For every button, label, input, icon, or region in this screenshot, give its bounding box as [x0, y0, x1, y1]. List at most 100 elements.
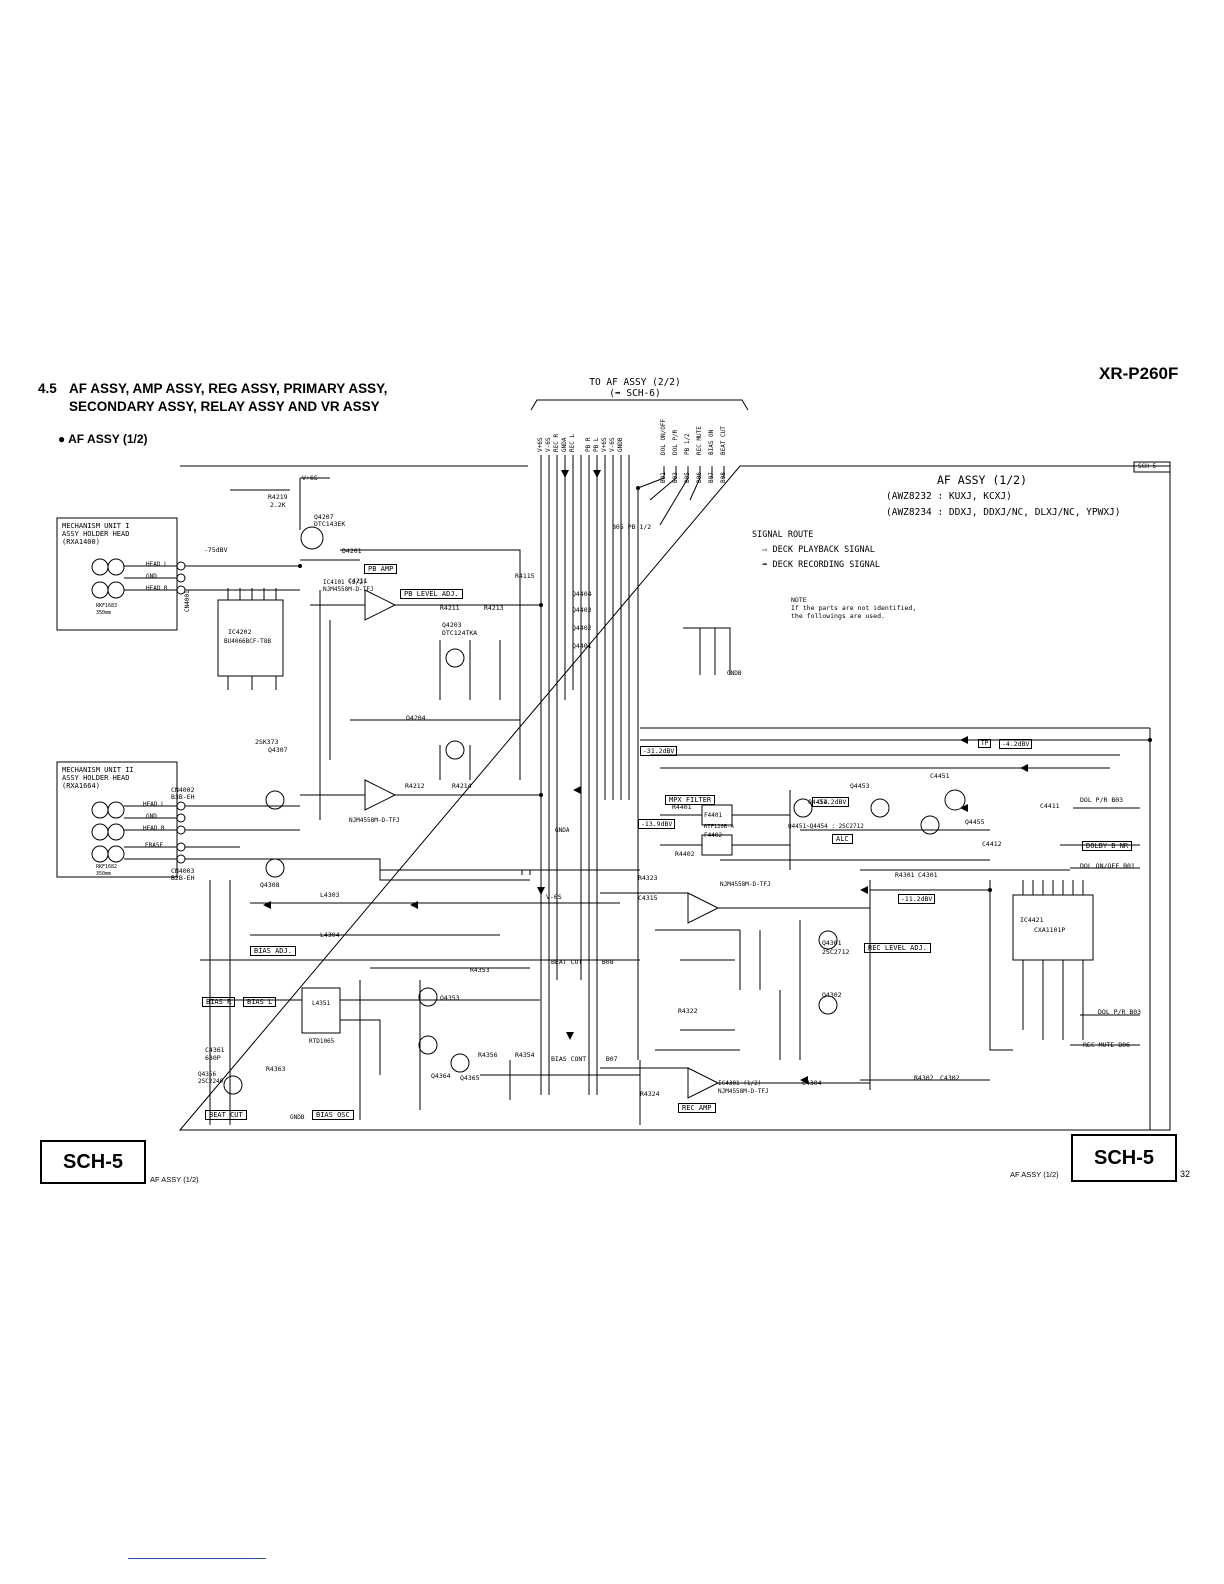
- board-variants: (AWZ8232 : KUXJ, KCXJ) (AWZ8234 : DDXJ, …: [886, 489, 1121, 521]
- to-af-assy-label: TO AF ASSY (2/2) (➡ SCH-6): [585, 377, 685, 399]
- signal-recording: DECK RECORDING SIGNAL: [772, 560, 880, 570]
- mech1-line1: MECHANISM UNIT I: [62, 522, 130, 530]
- block-rec-level-adj: REC LEVEL ADJ.: [864, 943, 932, 953]
- component-c4411: C4411: [1040, 802, 1060, 810]
- b01-num: B01: [1123, 862, 1135, 870]
- f4401-label: F4401: [704, 812, 723, 819]
- ctrl-pin-2: DOL P/R: [672, 429, 679, 455]
- signal-route-title: SIGNAL ROUTE: [752, 530, 814, 540]
- dol-pr-label-2: DOL P/R B03: [1098, 1008, 1141, 1016]
- rail-v-plus: V+6S: [302, 474, 318, 482]
- cn4002-type: B3B-EH: [171, 793, 195, 801]
- component-2sk373: 2SK373: [255, 738, 279, 746]
- component-r4402: R4402: [675, 850, 695, 858]
- caption-right: AF ASSY (1/2): [1010, 1170, 1059, 1179]
- component-q4401: Q4401: [572, 642, 592, 650]
- to-af-line1: TO AF ASSY (2/2): [589, 377, 681, 388]
- component-q4402: Q4402: [572, 624, 592, 632]
- level-4-2dbv: -4.2dBV: [999, 739, 1033, 749]
- level-31-2dbv-a: -31.2dBV: [640, 746, 678, 756]
- cn4003-type: B2B-EH: [171, 874, 195, 882]
- b07-num: B07: [605, 1055, 618, 1063]
- mech2-line2: ASSY HOLDER HEAD: [62, 774, 130, 782]
- component-r4219: R4219: [268, 493, 288, 501]
- pin-head-l-1: HEAD L: [146, 561, 168, 568]
- component-q4455: Q4455: [965, 818, 985, 826]
- gnda-label: GNDA: [555, 827, 570, 834]
- dol-pr-label-1: DOL P/R B03: [1080, 796, 1123, 804]
- l4351-label: L4351: [312, 1000, 331, 1007]
- level-11-2dbv: -11.2dBV: [898, 894, 936, 904]
- component-r4353: R4353: [470, 966, 490, 974]
- component-q4302: Q4302: [822, 991, 842, 999]
- top-pin-10: GNDB: [617, 437, 624, 452]
- component-q4365: Q4365: [460, 1074, 480, 1082]
- ic4202-label: IC4202: [228, 628, 252, 636]
- ic4301-top-part: NJM4558M-D-TFJ: [720, 881, 771, 888]
- pin-head-r-1: HEAD R: [146, 585, 168, 592]
- pb12-label: PB 1/2: [627, 523, 652, 531]
- to-af-line2: (➡ SCH-6): [609, 388, 661, 399]
- component-q4353: Q4353: [440, 994, 460, 1002]
- signal-playback: DECK PLAYBACK SIGNAL: [772, 545, 875, 555]
- component-q4403: Q4403: [572, 606, 592, 614]
- sch-tag-left: SCH-5: [40, 1140, 146, 1184]
- block-pb-amp: PB AMP: [364, 564, 398, 574]
- mechanism-unit2-label: MECHANISM UNIT II ASSY HOLDER HEAD (RXA1…: [62, 766, 134, 790]
- rail-v-minus: V-6S: [546, 893, 562, 901]
- block-pb-level-adj: PB LEVEL ADJ.: [400, 589, 463, 599]
- component-r4302: R4302: [914, 1074, 934, 1082]
- variant-1: (AWZ8232 : KUXJ, KCXJ): [886, 491, 1012, 502]
- b03-num-1: B03: [1111, 796, 1124, 804]
- top-pin-4: GNDA: [561, 437, 568, 452]
- block-dolby-b-nr: DOLBY B NR: [1082, 841, 1133, 851]
- ctrl-num-6: B08: [720, 472, 727, 483]
- rtd1065-label: RTD1065: [309, 1038, 335, 1045]
- component-r4363: R4363: [266, 1065, 286, 1073]
- pb12-line-label: B05 PB 1/2: [612, 523, 651, 531]
- level-75dbv: -75dBV: [204, 546, 228, 554]
- component-c4211: C4211: [348, 577, 368, 585]
- board-title: AF ASSY (1/2): [937, 473, 1028, 487]
- top-pin-2: V-6S: [545, 437, 552, 452]
- component-r4212: R4212: [405, 782, 425, 790]
- beat-cut-line-label: BEAT CUT B08: [551, 958, 614, 966]
- ctrl-num-5: B07: [708, 472, 715, 483]
- ctrl-pin-5: BIAS ON: [708, 429, 715, 455]
- ic4421-part: CXA1101P: [1034, 926, 1066, 934]
- component-l4303: L4303: [320, 891, 340, 899]
- component-2sc2712: 2SC2712: [822, 948, 849, 956]
- ic4421-label: IC4421: [1020, 916, 1044, 924]
- component-c4412: C4412: [982, 840, 1002, 848]
- q4356-part: 2SC2240: [198, 1078, 224, 1085]
- ctrl-pin-4: REC MUTE: [696, 426, 703, 455]
- d4201-label: D4201: [342, 547, 362, 555]
- mech2-line1: MECHANISM UNIT II: [62, 766, 134, 774]
- ic4301-bottom-part: NJM4558M-D-TFJ: [718, 1088, 769, 1095]
- q4356-label: Q4356: [198, 1071, 217, 1078]
- component-r4401: R4401: [672, 803, 692, 811]
- q4207-part: DTC143EK: [314, 520, 346, 528]
- component-680p: 680P: [205, 1054, 221, 1062]
- section-number: 4.5: [38, 381, 57, 396]
- top-pin-9: V-6S: [609, 437, 616, 452]
- component-r4213: R4213: [484, 604, 504, 612]
- b03-num-2: B03: [1129, 1008, 1142, 1016]
- dol-pr-text-1: DOL P/R: [1080, 796, 1108, 804]
- component-r4214: R4214: [452, 782, 472, 790]
- component-r4323: R4323: [638, 874, 658, 882]
- block-bias-adj: BIAS ADJ.: [250, 946, 296, 956]
- dol-onoff-label: DOL ON/OFF B01: [1080, 862, 1135, 870]
- bottom-link-rule: [128, 1558, 266, 1559]
- top-pin-1: V+6S: [537, 437, 544, 452]
- component-dtc124tka: DTC124TKA: [442, 629, 477, 637]
- component-q4308: Q4308: [260, 881, 280, 889]
- rkf1682-label: RKF1682: [96, 864, 118, 870]
- ctrl-num-4: B06: [696, 472, 703, 483]
- caption-left: AF ASSY (1/2): [150, 1175, 199, 1184]
- playback-arrow-icon: ⇨: [762, 545, 768, 555]
- ctrl-num-1: B01: [660, 472, 667, 483]
- top-pin-3: REC R: [553, 433, 560, 452]
- component-r4115: R4115: [515, 572, 535, 580]
- component-q4454: Q4454: [808, 798, 828, 806]
